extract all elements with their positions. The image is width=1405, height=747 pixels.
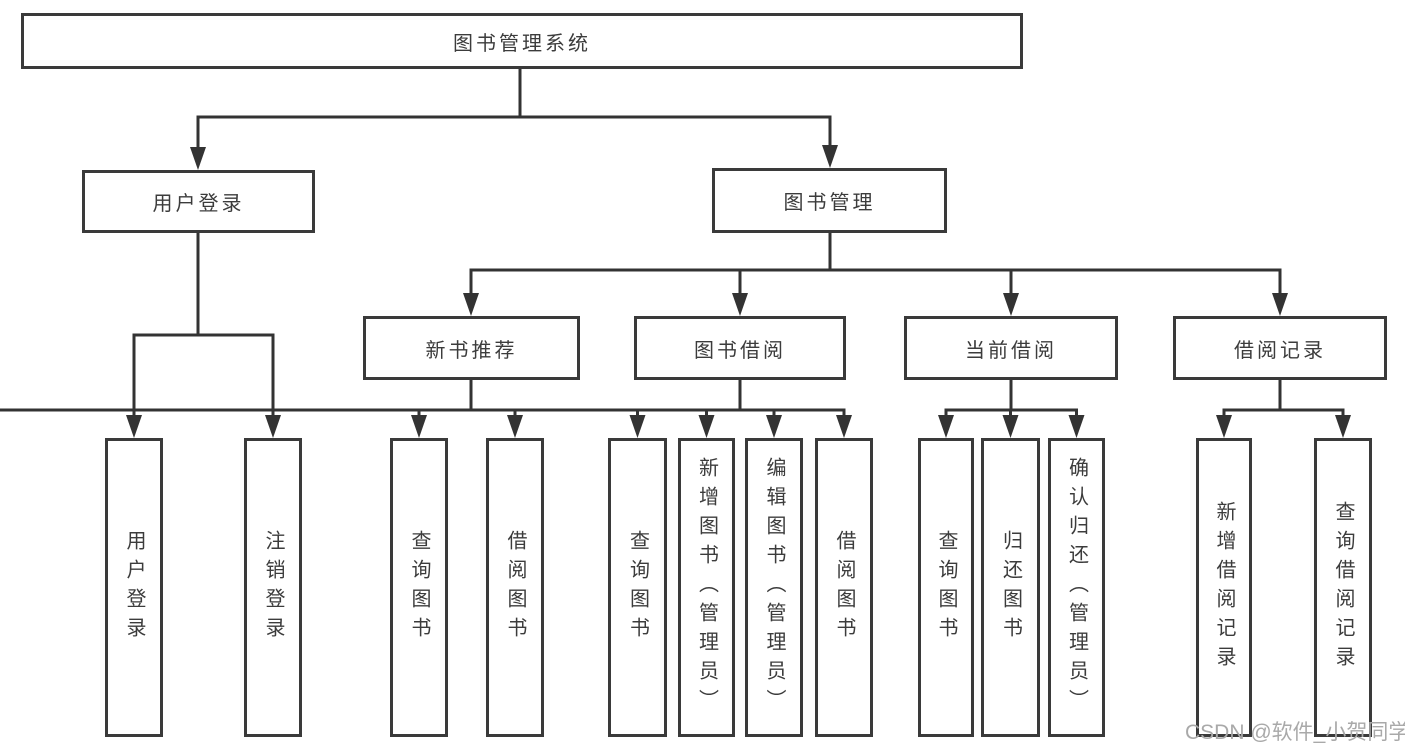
leaf-edit-book-admin-label: 编辑图书（管理员）	[763, 457, 785, 718]
node-borrowing-records-label: 借阅记录	[1234, 339, 1326, 362]
csdn-watermark: CSDN @软件_小贺同学	[1185, 721, 1405, 744]
leaf-confirm-return-admin-label: 确认归还（管理员）	[1065, 457, 1088, 718]
node-current-borrowing: 当前借阅	[904, 316, 1118, 380]
leaf-add-borrow-record-label: 新增借阅记录	[1213, 500, 1235, 675]
node-user-login-label: 用户登录	[152, 193, 245, 215]
leaf-query-books-current: 查询图书	[918, 438, 974, 737]
leaf-borrow-books-borrowing: 借阅图书	[815, 438, 873, 737]
node-book-management-label: 图书管理	[783, 192, 876, 214]
leaf-query-borrow-record: 查询借阅记录	[1314, 438, 1372, 737]
leaf-add-book-admin: 新增图书（管理员）	[678, 438, 735, 737]
node-book-borrowing-label: 图书借阅	[694, 339, 786, 362]
leaf-logout-label: 注销登录	[262, 529, 284, 646]
leaf-query-books-recommend-label: 查询图书	[408, 529, 430, 646]
leaf-user-login-label: 用户登录	[123, 529, 145, 646]
node-user-login: 用户登录	[82, 170, 315, 233]
leaf-logout: 注销登录	[244, 438, 302, 737]
node-borrowing-records: 借阅记录	[1173, 316, 1387, 380]
node-book-borrowing: 图书借阅	[634, 316, 846, 380]
leaf-borrow-books-recommend-label: 借阅图书	[504, 529, 526, 646]
leaf-query-borrow-record-label: 查询借阅记录	[1332, 500, 1354, 675]
leaf-borrow-books-recommend: 借阅图书	[486, 438, 544, 737]
node-book-management: 图书管理	[712, 168, 947, 233]
leaf-return-book-label: 归还图书	[999, 529, 1022, 646]
leaf-return-book: 归还图书	[981, 438, 1040, 737]
leaf-add-book-admin-label: 新增图书（管理员）	[695, 457, 718, 718]
node-root-label: 图书管理系统	[453, 32, 591, 55]
node-current-borrowing-label: 当前借阅	[965, 339, 1057, 362]
node-new-book-recommend-label: 新书推荐	[425, 339, 518, 362]
leaf-edit-book-admin: 编辑图书（管理员）	[745, 438, 803, 737]
leaf-query-books-recommend: 查询图书	[390, 438, 448, 737]
leaf-query-books-borrowing-label: 查询图书	[626, 529, 649, 646]
leaf-add-borrow-record: 新增借阅记录	[1196, 438, 1252, 737]
node-root: 图书管理系统	[21, 13, 1023, 69]
leaf-user-login: 用户登录	[105, 438, 163, 737]
leaf-confirm-return-admin: 确认归还（管理员）	[1048, 438, 1105, 737]
node-new-book-recommend: 新书推荐	[363, 316, 580, 380]
leaf-query-books-borrowing: 查询图书	[608, 438, 667, 737]
leaf-query-books-current-label: 查询图书	[935, 529, 957, 646]
leaf-borrow-books-borrowing-label: 借阅图书	[833, 529, 855, 646]
